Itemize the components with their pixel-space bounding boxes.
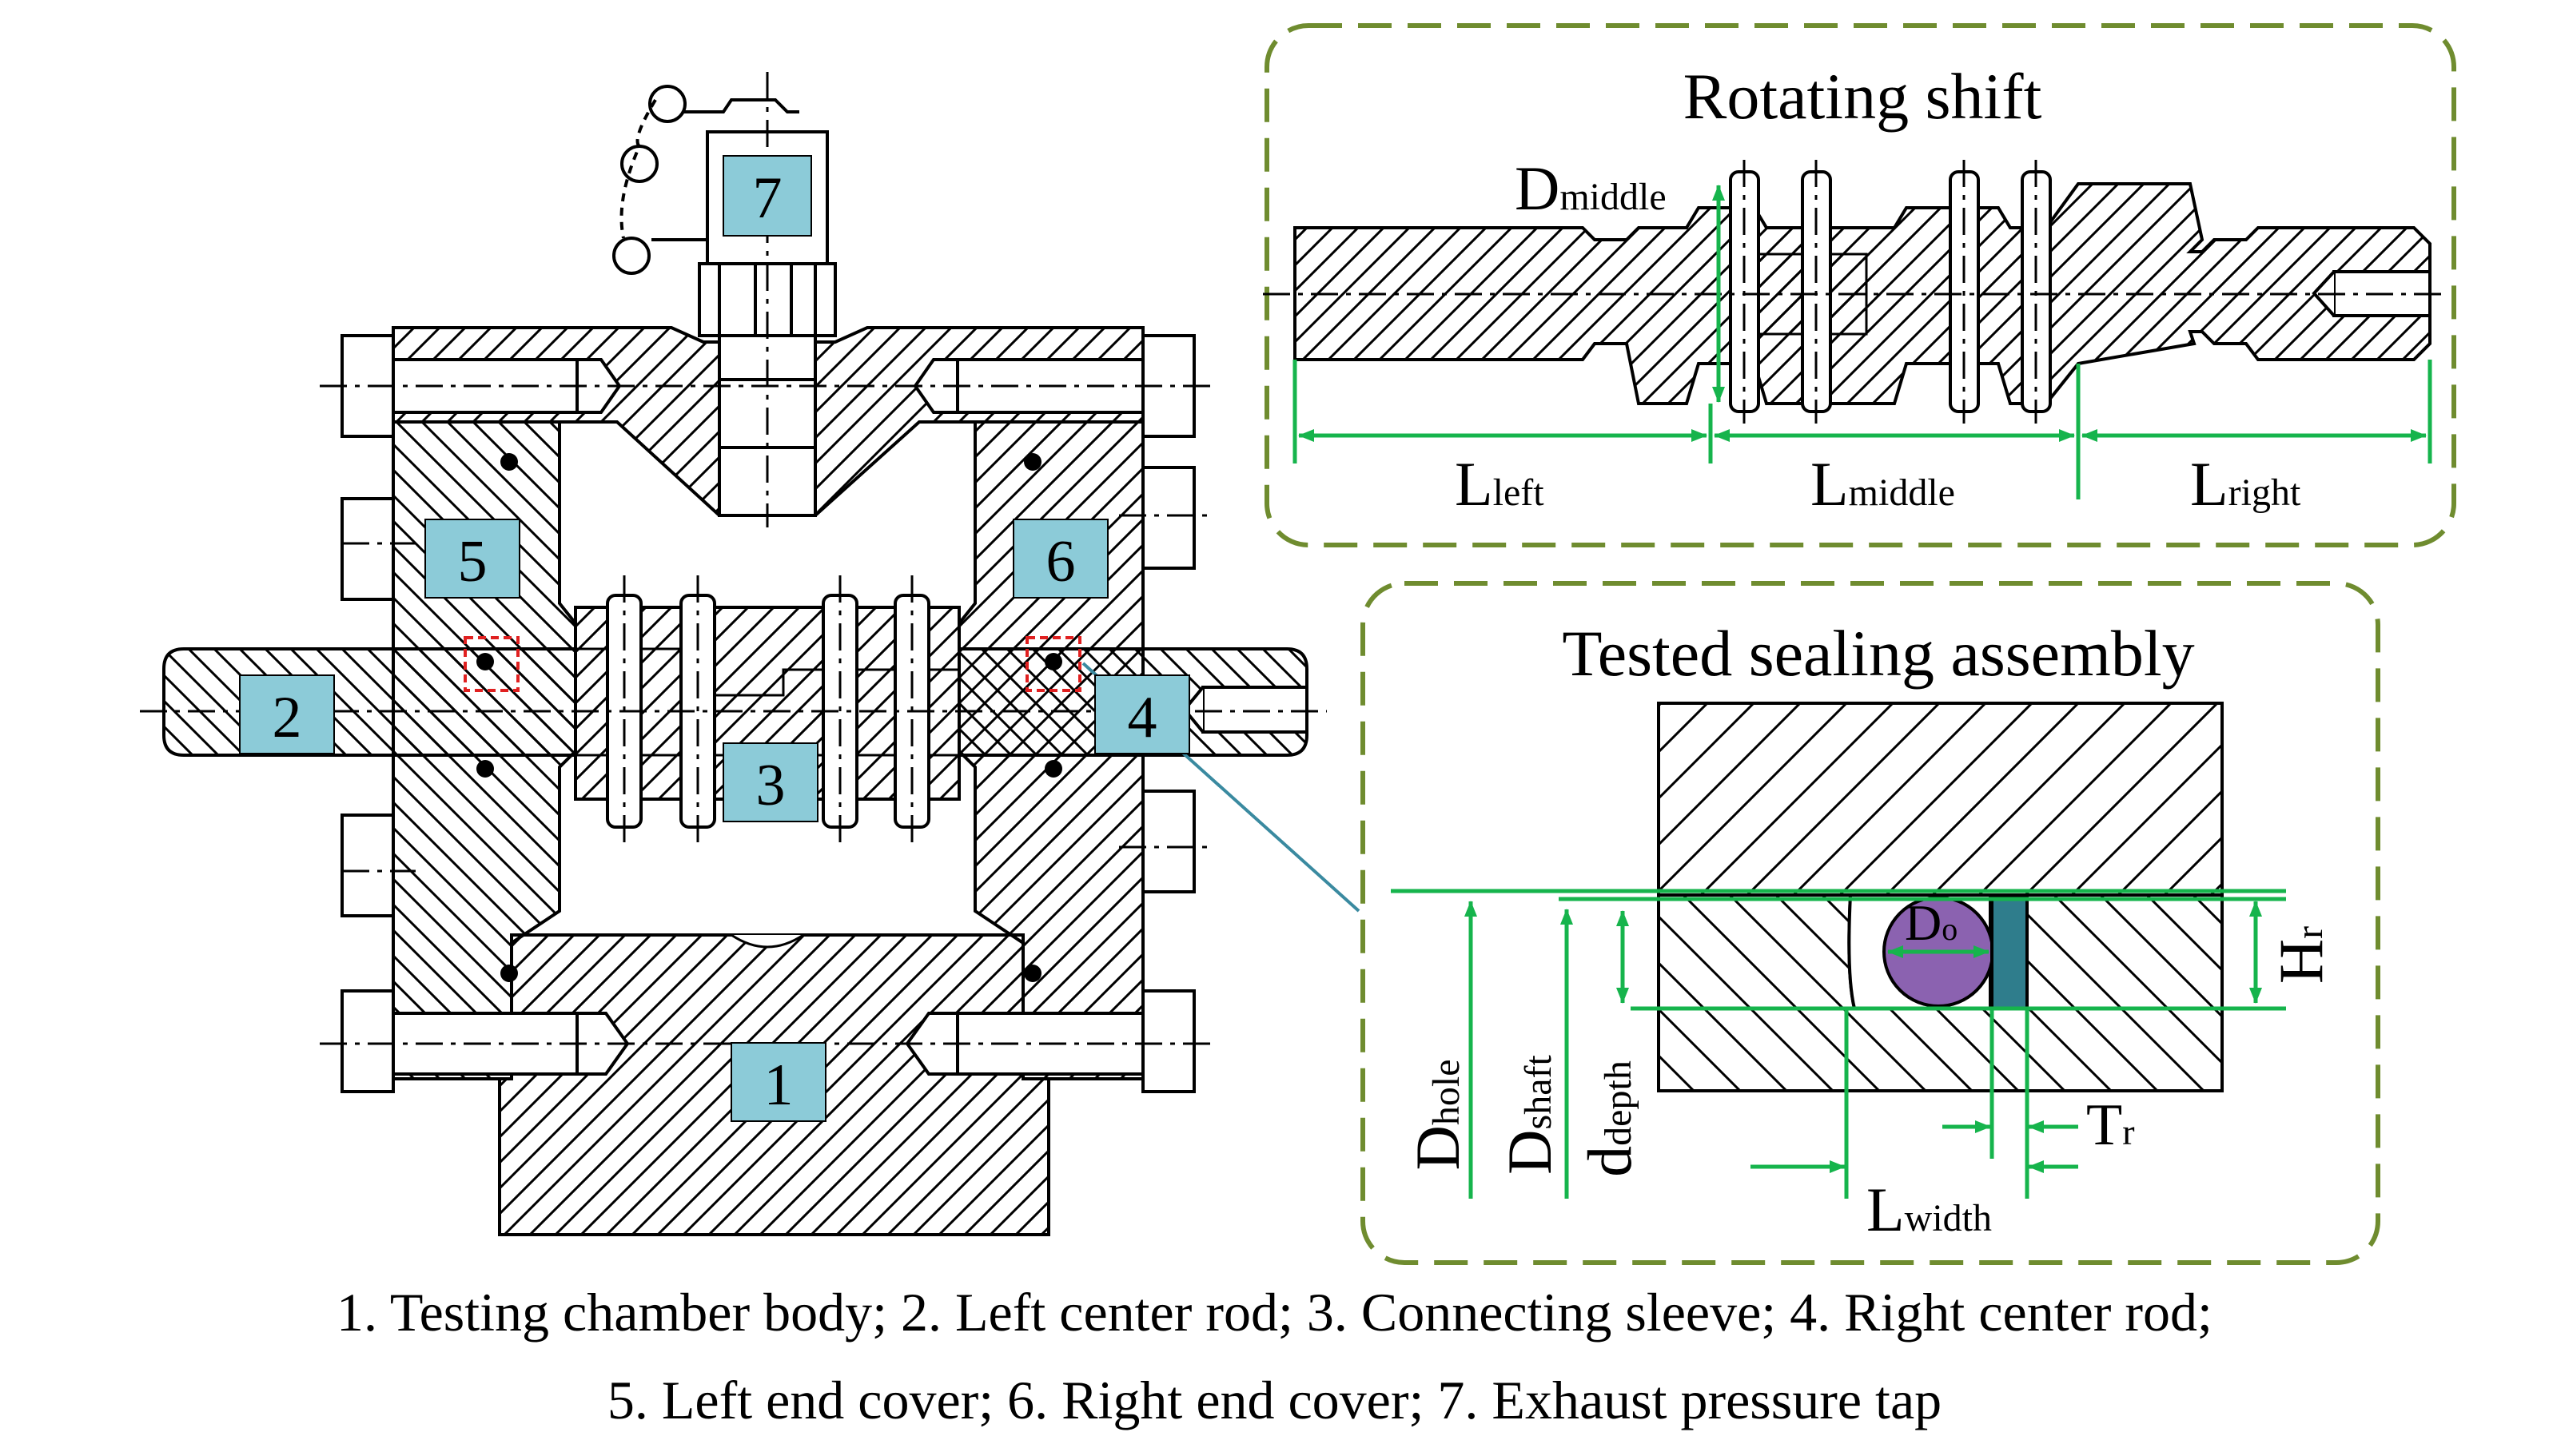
housing-block xyxy=(1657,702,2224,897)
dim-d-middle: Dmiddle xyxy=(1515,153,1667,223)
dim-l-left: Lleft xyxy=(1455,449,1544,519)
dim-l-right: Lright xyxy=(2190,449,2301,519)
o-rings xyxy=(476,453,1062,982)
label-box-3 xyxy=(723,742,818,822)
caption-line-2: 5. Left end cover; 6. Right end cover; 7… xyxy=(607,1370,1942,1430)
dim-h-r: Hr xyxy=(2266,926,2336,984)
part-label-2: 2 xyxy=(273,685,302,750)
part-label-5: 5 xyxy=(458,529,488,595)
part-label-1: 1 xyxy=(764,1052,794,1118)
cross-section-assembly: 7 5 6 2 4 3 1 xyxy=(140,72,1360,1236)
seal-dimension-lines xyxy=(1391,889,2286,1199)
dim-d-depth: ddepth xyxy=(1575,1060,1644,1177)
dim-t-r: Tr xyxy=(2086,1092,2135,1158)
label-box-1 xyxy=(731,1042,826,1122)
part-label-4: 4 xyxy=(1128,685,1157,750)
label-box-7 xyxy=(723,155,812,237)
caption-line-1: 1. Testing chamber body; 2. Left center … xyxy=(337,1282,2212,1343)
seal-section-right xyxy=(1026,636,1081,692)
bolt-heads xyxy=(341,334,1196,1093)
dim-d-shaft: Dshaft xyxy=(1495,1055,1564,1175)
dim-l-width: Lwidth xyxy=(1866,1175,1992,1244)
label-box-6 xyxy=(1013,519,1109,599)
shaft-panel-title: Rotating shift xyxy=(1683,60,2042,133)
left-center-rod xyxy=(162,647,577,757)
sealing-assembly-panel: Tested sealing assembly Dhole Dshaft xyxy=(1360,581,2380,1265)
seal-section-left xyxy=(464,636,520,692)
dim-d-o: Do xyxy=(1905,894,1958,951)
rotating-shaft-panel: Rotating shift xyxy=(1263,23,2456,547)
seal-panel-title: Tested sealing assembly xyxy=(1562,617,2194,690)
label-box-4 xyxy=(1094,674,1190,754)
retainer-ring xyxy=(1990,895,2029,1010)
part-label-3: 3 xyxy=(756,753,786,818)
label-box-2 xyxy=(239,674,335,754)
part-label-6: 6 xyxy=(1046,529,1076,595)
shaft-dimension-lines xyxy=(1292,185,2432,499)
part-label-7: 7 xyxy=(753,165,783,231)
label-box-5 xyxy=(424,519,520,599)
part-label-boxes xyxy=(239,155,1190,1122)
dim-l-middle: Lmiddle xyxy=(1810,449,1955,519)
dim-d-hole: Dhole xyxy=(1403,1060,1472,1171)
